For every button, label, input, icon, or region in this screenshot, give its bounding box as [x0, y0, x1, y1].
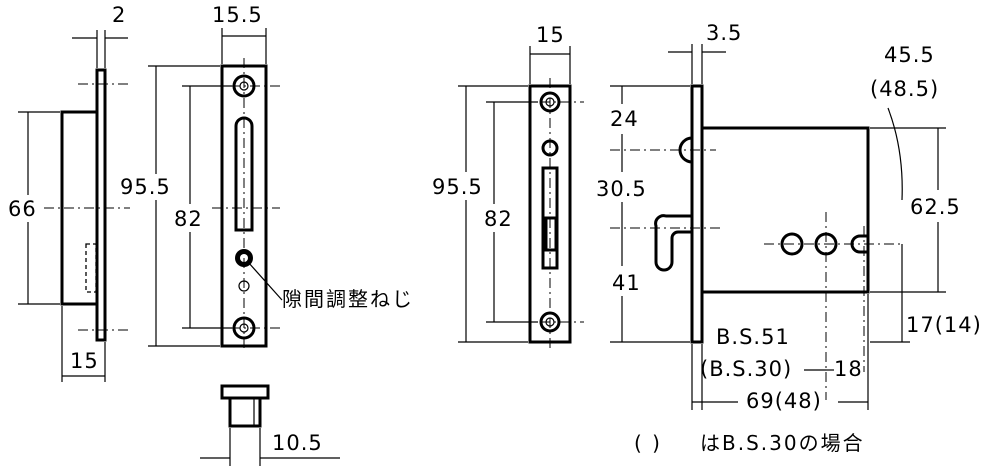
dim-case-height: 62.5 [910, 195, 961, 219]
dim-side-width: 15 [70, 349, 99, 373]
dim-lock-width: 15 [536, 23, 565, 47]
side-plate-view: 2 66 15 [8, 3, 130, 382]
case-hole-1 [780, 232, 804, 256]
backset-alt-label: (B.S.30) [700, 357, 792, 381]
lock-case [700, 126, 870, 294]
dim-side-height: 66 [8, 197, 37, 221]
dim-strike-overall: 95.5 [120, 175, 171, 199]
dim-depth: 69(48) [746, 389, 822, 413]
dim-lock-pitch: 82 [484, 207, 513, 231]
strike-front-view: 15.5 95.5 82 隙間調整ねじ 10.5 [120, 3, 414, 466]
side-plate-body [60, 110, 97, 306]
dim-case-top: 45.5 [884, 43, 935, 67]
dim-side-thickness: 2 [112, 3, 126, 27]
backset-label: B.S.51 [716, 325, 790, 349]
side-plate-face [95, 68, 107, 342]
dim-bolt-width: 10.5 [272, 431, 323, 455]
hook-bolt-icon [654, 214, 692, 272]
dim-lock-overall: 95.5 [432, 175, 483, 199]
side-plate-hidden-slot [85, 243, 97, 293]
dim-strike-width: 15.5 [212, 3, 263, 27]
strike-bolt-head [220, 384, 270, 400]
dim-strike-pitch: 82 [174, 207, 203, 231]
dim-41: 41 [612, 271, 641, 295]
footnote-text: はB.S.30の場合 [700, 431, 865, 455]
lock-side-view: 3.5 24 30.5 41 45.5 (48.5) 62.5 17(14) B… [596, 21, 982, 455]
dim-18: 18 [834, 357, 863, 381]
strike-slot [234, 116, 254, 232]
lock-latch-bolt [544, 216, 558, 252]
strike-bolt-body [228, 396, 262, 428]
footnote-paren: ( ) [634, 431, 662, 455]
lock-front-view: 15 95.5 82 [432, 23, 584, 350]
dim-case-top-alt: (48.5) [870, 77, 939, 101]
dim-bottom: 17(14) [906, 313, 982, 337]
dim-30-5: 30.5 [596, 177, 647, 201]
dim-24: 24 [610, 107, 639, 131]
dim-face-thickness: 3.5 [706, 21, 742, 45]
callout-adjustment-screw: 隙間調整ねじ [282, 287, 414, 311]
